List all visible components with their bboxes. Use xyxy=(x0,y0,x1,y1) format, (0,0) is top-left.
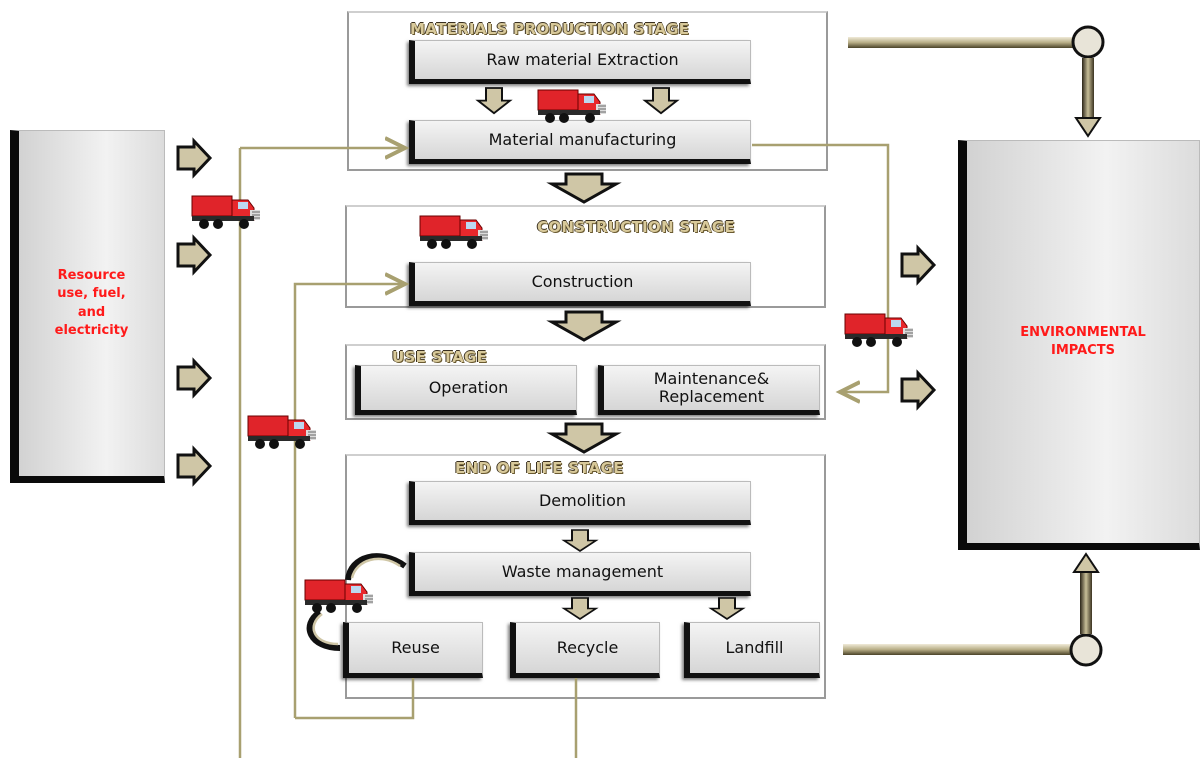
end-of-life-stage-title: END OF LIFE STAGE xyxy=(455,459,624,477)
connector-lines xyxy=(238,145,890,758)
construction-box: Construction xyxy=(409,262,751,306)
resource-input-line2: use, fuel, xyxy=(57,286,126,302)
connector-circle-icon xyxy=(1069,633,1103,667)
environmental-impacts-line2: IMPACTS xyxy=(1051,343,1115,358)
waste-management-box: Waste management xyxy=(409,552,751,596)
resource-input-line4: electricity xyxy=(54,322,129,338)
operation-box: Operation xyxy=(355,365,577,415)
environmental-impacts-line1: ENVIRONMENTAL xyxy=(1020,324,1146,340)
resource-input-box: Resource use, fuel, and electricity xyxy=(10,130,165,483)
block-arrow-icon xyxy=(477,87,744,620)
reuse-box: Reuse xyxy=(343,622,483,678)
maintenance-label: Maintenance& xyxy=(653,369,770,389)
reuse-loop-top xyxy=(345,553,407,581)
materials-production-stage-title: MATERIALS PRODUCTION STAGE xyxy=(410,20,690,38)
reuse-loop-bottom xyxy=(306,609,341,651)
environmental-impacts-box: ENVIRONMENTAL IMPACTS xyxy=(958,140,1200,550)
impact-pipes xyxy=(843,25,1105,667)
connector-circle-icon xyxy=(1071,25,1105,59)
truck-icon xyxy=(191,89,914,614)
resource-input-line1: Resource xyxy=(57,268,126,284)
input-arrows xyxy=(176,139,212,485)
construction-stage-title: CONSTRUCTION STAGE xyxy=(537,218,735,236)
use-stage-title: USE STAGE xyxy=(392,348,488,366)
raw-material-extraction-box: Raw material Extraction xyxy=(409,40,751,84)
material-manufacturing-box: Material manufacturing xyxy=(409,120,751,164)
maintenance-replacement-box: Maintenance& Replacement xyxy=(598,365,820,415)
landfill-box: Landfill xyxy=(684,622,820,678)
replacement-label: Replacement xyxy=(658,387,765,406)
resource-input-line3: and xyxy=(77,304,106,320)
demolition-box: Demolition xyxy=(409,481,751,525)
recycle-box: Recycle xyxy=(510,622,660,678)
stage-flow-arrows xyxy=(550,172,618,454)
